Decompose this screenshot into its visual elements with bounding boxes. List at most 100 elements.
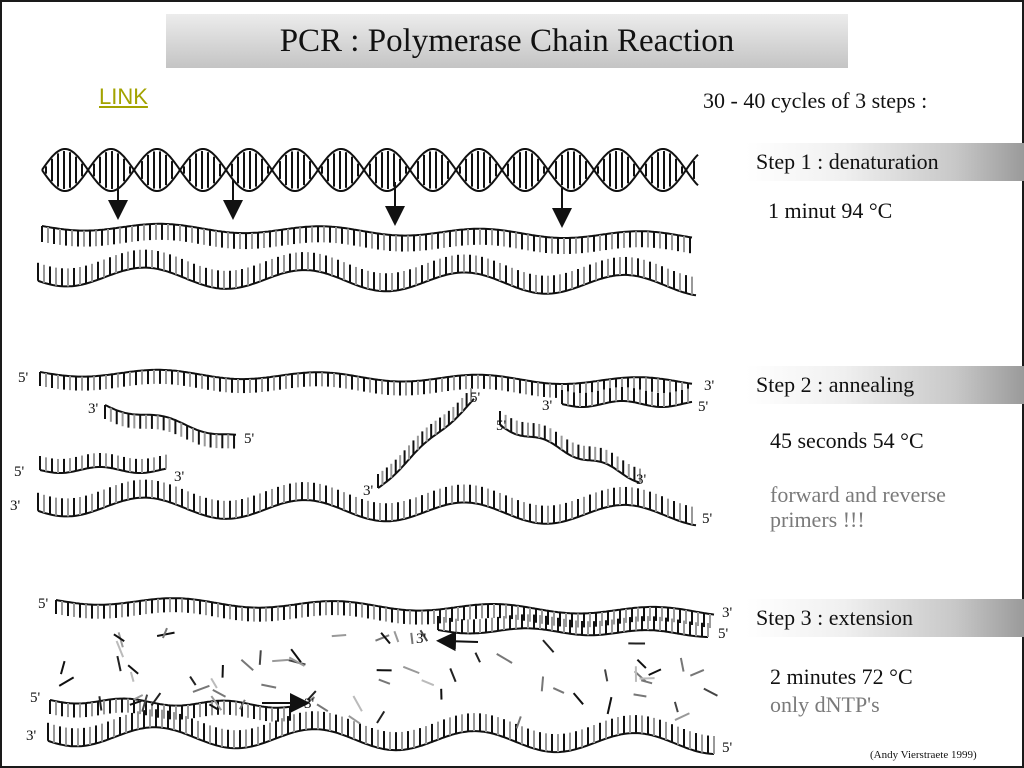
end-label: 3' bbox=[636, 472, 647, 488]
dntp bbox=[674, 712, 690, 721]
step-3-note: only dNTP's bbox=[770, 692, 880, 717]
free-primer-2 bbox=[499, 411, 641, 484]
step-1-heading: Step 1 : denaturation bbox=[746, 143, 1024, 181]
dntp bbox=[161, 627, 168, 639]
strand-backbone bbox=[47, 726, 715, 755]
strand-backbone bbox=[561, 400, 693, 408]
dntp bbox=[640, 679, 653, 685]
step-1-condition: 1 minut 94 °C bbox=[768, 198, 893, 223]
dntp bbox=[542, 639, 555, 653]
template-strand-top bbox=[41, 222, 693, 255]
end-label: 3' bbox=[304, 696, 315, 712]
end-label: 5' bbox=[244, 431, 255, 447]
dntp bbox=[449, 668, 457, 683]
dntp bbox=[380, 632, 391, 645]
dntp bbox=[59, 660, 66, 675]
strand-backbone bbox=[55, 597, 715, 616]
dntp bbox=[238, 699, 246, 710]
dntp bbox=[240, 658, 254, 672]
annealing-top-strand bbox=[39, 368, 693, 398]
dntp bbox=[673, 701, 679, 713]
dntp bbox=[352, 695, 363, 712]
dntp bbox=[133, 694, 144, 701]
dntp bbox=[192, 684, 210, 693]
helix-strand bbox=[41, 148, 699, 192]
dntp bbox=[393, 630, 400, 643]
dntp bbox=[258, 650, 262, 665]
dntp bbox=[210, 677, 218, 689]
link[interactable]: LINK bbox=[99, 84, 148, 109]
dntp bbox=[208, 703, 219, 711]
dntp bbox=[689, 669, 705, 677]
dntp bbox=[376, 710, 386, 724]
step-3-heading: Step 3 : extension bbox=[746, 599, 1024, 637]
dntp bbox=[496, 652, 513, 664]
extension-bottom-strand bbox=[47, 709, 715, 755]
dntp-pool bbox=[58, 627, 718, 729]
dntp bbox=[606, 696, 613, 715]
strand-backbone bbox=[39, 466, 167, 474]
dntp bbox=[189, 675, 197, 686]
dntp bbox=[540, 676, 545, 692]
dntp bbox=[141, 694, 149, 712]
dntp bbox=[210, 695, 223, 711]
end-label: 5' bbox=[702, 511, 713, 527]
dntp bbox=[272, 658, 289, 663]
dntp bbox=[150, 692, 162, 707]
dntp bbox=[552, 687, 565, 694]
dntp bbox=[348, 715, 361, 725]
credit: (Andy Vierstraete 1999) bbox=[870, 749, 977, 761]
double-helix bbox=[41, 148, 699, 192]
dntp bbox=[515, 716, 522, 729]
end-label: 5' bbox=[18, 370, 29, 386]
end-label: 3' bbox=[416, 631, 427, 647]
helix-strand bbox=[41, 148, 699, 192]
dntp bbox=[212, 688, 227, 698]
end-label: 3' bbox=[722, 605, 733, 621]
step-2-note-line-2: primers !!! bbox=[770, 507, 865, 532]
extension-new-strand-bottom bbox=[49, 697, 291, 722]
end-label: 3' bbox=[542, 398, 553, 414]
dntp bbox=[261, 683, 277, 689]
dntp bbox=[98, 696, 103, 711]
short-strand bbox=[39, 453, 167, 474]
dntp bbox=[402, 665, 420, 675]
step-3-condition: 2 minutes 72 °C bbox=[770, 664, 913, 689]
end-label: 5' bbox=[30, 690, 41, 706]
end-label: 3' bbox=[174, 469, 185, 485]
end-label: 5' bbox=[38, 596, 49, 612]
end-label: 5' bbox=[14, 464, 25, 480]
extension-arrow-left bbox=[436, 631, 479, 652]
dna-strands bbox=[37, 148, 718, 755]
dntp bbox=[156, 631, 175, 637]
step-2-heading: Step 2 : annealing bbox=[746, 366, 1024, 404]
dntp bbox=[288, 656, 305, 667]
strand-backbone bbox=[377, 398, 475, 489]
strand-end-labels: 5'3'3'5'3'5'5'3'3'5'3'5'5'3'5'3'5'3'5'3'… bbox=[10, 370, 733, 756]
step-2-note-line-1: forward and reverse bbox=[770, 482, 946, 507]
strand-backbone bbox=[39, 368, 693, 385]
step-2-condition: 45 seconds 54 °C bbox=[770, 428, 924, 453]
free-primer-1 bbox=[377, 388, 475, 489]
dntp bbox=[378, 678, 391, 685]
dntp bbox=[633, 693, 647, 698]
dntp bbox=[419, 629, 429, 642]
end-label: 5' bbox=[722, 740, 733, 756]
strand-backbone bbox=[499, 424, 641, 484]
dntp bbox=[115, 640, 125, 658]
slide-title: PCR : Polymerase Chain Reaction bbox=[279, 23, 735, 59]
end-label: 3' bbox=[10, 498, 21, 514]
annealing-bottom-strand bbox=[37, 479, 697, 527]
dntp bbox=[290, 648, 302, 663]
strand-backbone bbox=[437, 627, 708, 638]
primer-right bbox=[561, 387, 693, 408]
end-label: 5' bbox=[470, 390, 481, 406]
dntp bbox=[113, 633, 125, 642]
dntp bbox=[58, 676, 75, 687]
dntp bbox=[603, 669, 609, 682]
end-label: 5' bbox=[698, 399, 709, 415]
end-label: 5' bbox=[718, 626, 729, 642]
denaturation-arrows bbox=[108, 180, 572, 713]
template-strand-bottom bbox=[37, 249, 697, 297]
